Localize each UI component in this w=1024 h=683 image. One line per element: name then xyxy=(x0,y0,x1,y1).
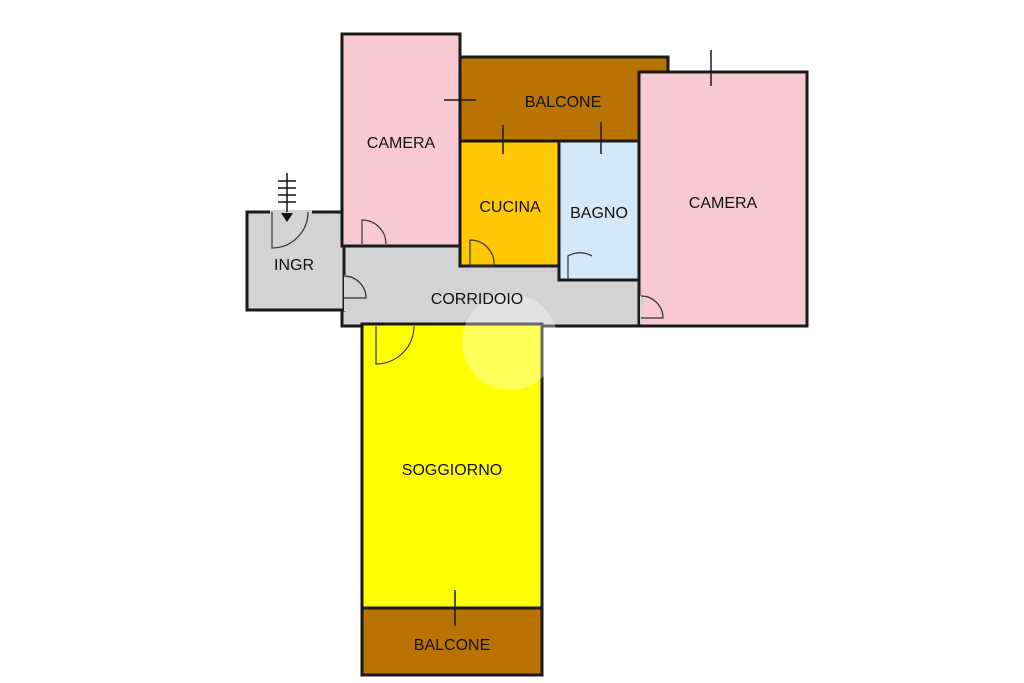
label-soggiorno: SOGGIORNO xyxy=(402,462,502,479)
door-soggiorno xyxy=(375,325,415,365)
stairs-icon xyxy=(278,173,296,222)
door-ingresso xyxy=(343,275,367,299)
room-bagno xyxy=(557,139,641,282)
window-cucina xyxy=(476,125,530,154)
label-camera-left: CAMERA xyxy=(367,135,436,152)
room-camera-left xyxy=(340,32,462,248)
window-soggiorno xyxy=(426,590,484,626)
room-camera-right xyxy=(637,70,809,328)
door-entrance xyxy=(271,211,309,249)
label-corridoio: CORRIDOIO xyxy=(431,291,523,308)
label-cucina: CUCINA xyxy=(479,199,541,216)
door-cucina xyxy=(469,239,495,267)
window-camera-right xyxy=(686,50,740,86)
label-camera-right: CAMERA xyxy=(689,195,758,212)
door-camera-left xyxy=(361,219,387,245)
label-bagno: BAGNO xyxy=(570,205,628,222)
room-soggiorno xyxy=(360,322,544,610)
watermark-logo xyxy=(462,294,558,390)
label-balcone-top: BALCONE xyxy=(525,94,601,111)
room-cucina xyxy=(458,139,561,268)
room-ingresso xyxy=(245,210,346,312)
room-balcone-bottom xyxy=(360,606,544,677)
door-bagno xyxy=(567,252,593,280)
window-bagno xyxy=(585,122,617,154)
label-ingresso: INGR xyxy=(274,257,314,274)
window-camera-left xyxy=(444,84,476,116)
door-camera-right xyxy=(640,295,664,319)
label-balcone-bottom: BALCONE xyxy=(414,637,490,654)
